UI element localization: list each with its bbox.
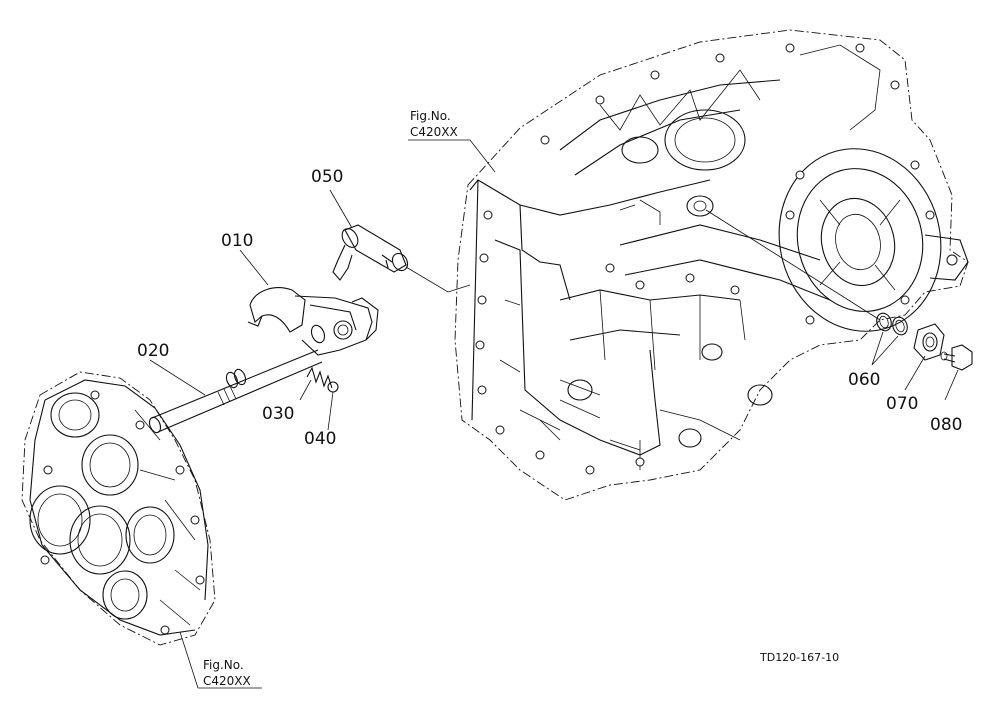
part-070-plate [913, 323, 945, 361]
gear-case-cover [21, 371, 216, 646]
assembly-lines [405, 209, 881, 321]
label-070: 070 [886, 394, 918, 414]
fig-ref-lower-line2: C420XX [203, 674, 251, 688]
case-bolt-holes [475, 43, 935, 475]
label-010: 010 [221, 231, 253, 251]
part-010-shift-fork [247, 287, 379, 356]
part-080-bolt [940, 344, 973, 371]
leader-lines [149, 139, 959, 689]
fig-ref-upper-line2: C420XX [410, 125, 458, 139]
label-060: 060 [848, 370, 880, 390]
label-020: 020 [137, 341, 169, 361]
part-060-o-rings [876, 312, 908, 336]
fig-ref-upper-line1: Fig.No. [410, 109, 451, 123]
label-050: 050 [311, 167, 343, 187]
part-020-shift-rod [148, 349, 323, 434]
transmission-case [454, 29, 969, 501]
part-040-ball [327, 381, 339, 393]
drawing-code: TD120-167-10 [759, 651, 839, 664]
part-050-shift-arm [332, 224, 409, 281]
label-040: 040 [304, 429, 336, 449]
fig-ref-lower-line1: Fig.No. [203, 658, 244, 672]
label-030: 030 [262, 404, 294, 424]
part-030-spring [306, 366, 333, 389]
label-080: 080 [930, 415, 962, 435]
